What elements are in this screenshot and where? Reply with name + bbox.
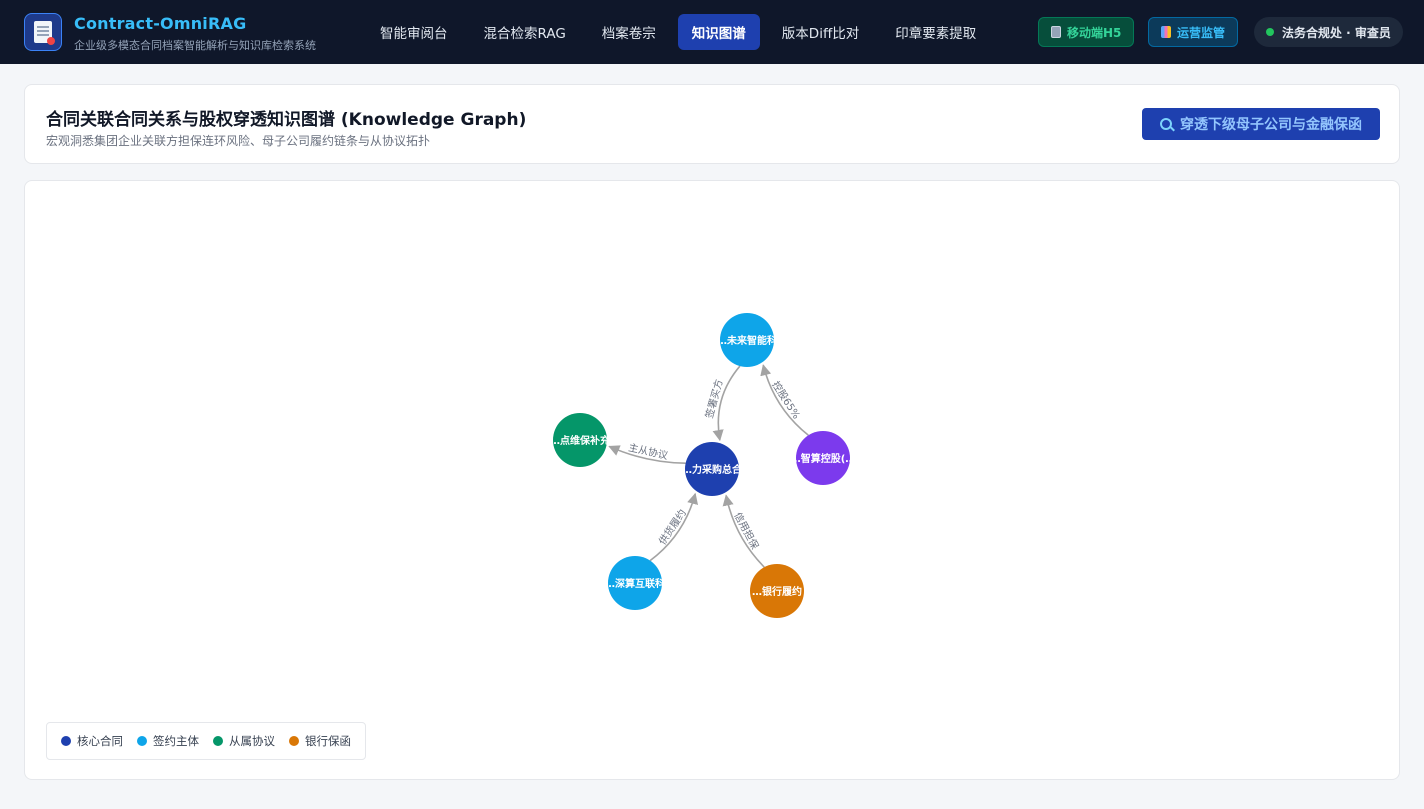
app-title: Contract-OmniRAG — [74, 14, 247, 33]
graph-edge-buyer-core[interactable] — [712, 365, 741, 442]
legend-item-bank-guarantee[interactable]: 银行保函 — [289, 733, 351, 749]
graph-node-buyer[interactable]: …未来智能科 — [717, 313, 777, 367]
legend-item-subsidiary-agreement[interactable]: 从属协议 — [213, 733, 275, 749]
graph-edge-label: 控股65% — [769, 379, 803, 422]
user-role-badge[interactable]: 法务合规处 · 审查员 — [1254, 17, 1403, 47]
nav-tab-review[interactable]: 智能审阅台 — [380, 26, 448, 42]
legend-dot — [213, 736, 223, 746]
penetrate-button-label: 穿透下级母子公司与金融保函 — [1180, 117, 1362, 133]
graph-legend: 核心合同 签约主体 从属协议 银行保函 — [46, 722, 366, 760]
graph-node-bank[interactable]: …银行履约 — [750, 564, 804, 618]
graph-edge-holding-buyer[interactable] — [760, 364, 809, 436]
graph-node-circle[interactable] — [720, 313, 774, 367]
graph-node-core[interactable]: …力采购总合 — [682, 442, 743, 496]
online-status-icon — [1266, 28, 1274, 36]
graph-node-supplement[interactable]: …点维保补充 — [550, 413, 610, 467]
bar-chart-icon — [1161, 26, 1171, 38]
main-nav: 智能审阅台 混合检索RAG 档案卷宗 知识图谱 版本Diff比对 印章要素提取 — [366, 14, 998, 50]
knowledge-graph-panel: 签署买方控股65%主从协议供货履约信用担保 …力采购总合…未来智能科…智算控股(… — [24, 180, 1400, 780]
top-bar: Contract-OmniRAG 企业级多模态合同档案智能解析与知识库检索系统 … — [0, 0, 1424, 64]
nav-tab-archives[interactable]: 档案卷宗 — [601, 26, 656, 42]
nav-tab-seal-extract[interactable]: 印章要素提取 — [895, 26, 977, 42]
graph-node-circle[interactable] — [553, 413, 607, 467]
graph-node-label: …银行履约 — [752, 585, 802, 598]
nav-tab-knowledge-graph[interactable]: 知识图谱 — [677, 14, 760, 50]
page-subtitle: 宏观洞悉集团企业关联方担保连环风险、母子公司履约链条与从协议拓扑 — [46, 134, 431, 148]
graph-node-label: …深算互联科 — [605, 577, 665, 590]
graph-node-label: …力采购总合 — [682, 463, 743, 476]
page-header-card: 合同关联合同关系与股权穿透知识图谱 (Knowledge Graph) 宏观洞悉… — [24, 84, 1400, 164]
legend-label: 签约主体 — [153, 734, 199, 748]
app-logo-icon[interactable] — [24, 13, 62, 51]
legend-item-signing-party[interactable]: 签约主体 — [137, 733, 199, 749]
graph-node-circle[interactable] — [608, 556, 662, 610]
knowledge-graph-canvas[interactable]: 签署买方控股65%主从协议供货履约信用担保 …力采购总合…未来智能科…智算控股(… — [25, 181, 1400, 780]
graph-node-label: …未来智能科 — [717, 334, 777, 347]
penetrate-subsidiaries-button[interactable]: 穿透下级母子公司与金融保函 — [1142, 108, 1380, 140]
legend-label: 银行保函 — [305, 734, 351, 748]
graph-node-label: …智算控股(… — [791, 452, 856, 465]
legend-dot — [137, 736, 147, 746]
graph-edge-core-supplement[interactable] — [608, 445, 686, 465]
mobile-phone-icon — [1051, 26, 1061, 38]
graph-node-circle[interactable] — [750, 564, 804, 618]
graph-edge-bank-core[interactable] — [722, 494, 765, 568]
legend-dot — [61, 736, 71, 746]
app-subtitle: 企业级多模态合同档案智能解析与知识库检索系统 — [74, 39, 316, 52]
mobile-h5-label: 移动端H5 — [1067, 25, 1122, 40]
graph-nodes: …力采购总合 …未来智能科 …智算控股(… …点维保补充 …深算互联科 …银行履约 — [550, 313, 856, 618]
graph-edge-supplier-core[interactable] — [649, 492, 699, 562]
graph-node-circle[interactable] — [685, 442, 739, 496]
page-title: 合同关联合同关系与股权穿透知识图谱 (Knowledge Graph) — [46, 110, 527, 130]
ops-monitor-label: 运营监管 — [1177, 25, 1226, 40]
ops-monitor-button[interactable]: 运营监管 — [1148, 17, 1239, 47]
legend-label: 从属协议 — [229, 734, 275, 748]
magnifier-icon — [1160, 118, 1172, 130]
graph-node-holding[interactable]: …智算控股(… — [791, 431, 856, 485]
legend-label: 核心合同 — [77, 734, 123, 748]
nav-tab-version-diff[interactable]: 版本Diff比对 — [781, 26, 860, 42]
nav-tab-hybrid-rag[interactable]: 混合检索RAG — [483, 26, 566, 42]
graph-node-supplier[interactable]: …深算互联科 — [605, 556, 665, 610]
graph-edge-label: 供货履约 — [656, 507, 689, 547]
graph-node-label: …点维保补充 — [550, 434, 610, 447]
legend-dot — [289, 736, 299, 746]
user-role-label: 法务合规处 · 审查员 — [1282, 25, 1391, 40]
legend-item-core-contract[interactable]: 核心合同 — [61, 733, 123, 749]
mobile-h5-button[interactable]: 移动端H5 — [1038, 17, 1135, 47]
graph-node-circle[interactable] — [796, 431, 850, 485]
